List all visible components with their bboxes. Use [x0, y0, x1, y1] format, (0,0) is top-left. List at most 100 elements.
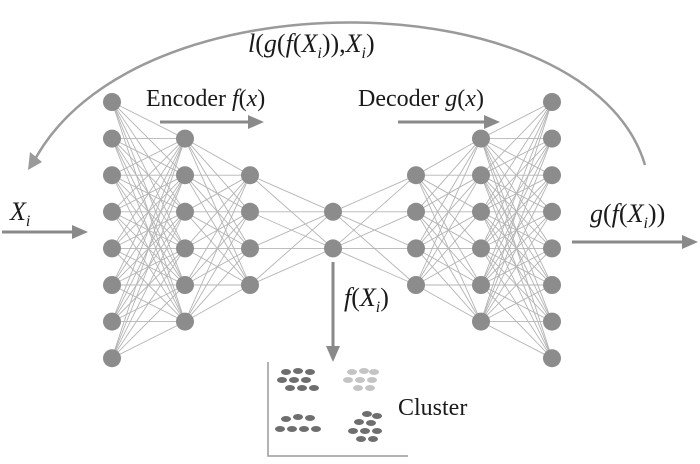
network-node	[241, 166, 259, 185]
network-edge	[111, 138, 186, 176]
cluster-dot	[356, 436, 366, 442]
network-node	[103, 312, 121, 331]
network-edge	[249, 174, 334, 213]
network-edge	[415, 138, 482, 213]
network-node	[103, 239, 121, 258]
network-node	[472, 276, 490, 294]
network-node	[176, 239, 194, 258]
network-edge	[249, 211, 334, 249]
network-edge	[184, 174, 251, 249]
network-edge	[184, 174, 251, 213]
cluster-dot	[305, 415, 315, 421]
network-node	[103, 93, 121, 111]
network-node	[176, 129, 194, 148]
cluster-dot	[366, 420, 376, 426]
cluster-dot	[285, 385, 295, 391]
network-edge	[415, 138, 482, 286]
encoder-arrow-head	[248, 115, 264, 129]
cluster-dot	[301, 377, 311, 383]
network-edge	[111, 284, 186, 359]
network-edge	[332, 247, 417, 286]
cluster-dot	[372, 428, 382, 434]
cluster-dot	[362, 411, 372, 417]
cluster-dot	[289, 377, 299, 383]
network-edge	[480, 101, 553, 213]
network-edge	[480, 284, 553, 322]
network-edge	[111, 138, 186, 249]
cluster-dot	[309, 385, 319, 391]
network-edge	[415, 174, 482, 286]
network-node	[103, 129, 121, 148]
cluster-dot	[354, 419, 364, 425]
network-edges	[111, 101, 553, 359]
network-edge	[480, 101, 553, 286]
network-node	[543, 129, 561, 148]
latent-arrow-head	[326, 346, 340, 362]
network-node	[103, 349, 121, 368]
network-edge	[184, 248, 251, 322]
network-edge	[184, 284, 251, 322]
latent-label: f(Xi)	[344, 283, 389, 316]
network-edge	[184, 175, 251, 322]
cluster-label: Cluster	[398, 395, 467, 421]
cluster-dot	[355, 377, 365, 383]
cluster-dot	[372, 413, 382, 419]
cluster-dot	[365, 385, 375, 391]
encoder-word: Encoder	[146, 86, 226, 112]
network-node	[103, 276, 121, 294]
cluster-dot	[275, 426, 285, 432]
network-node	[241, 202, 259, 221]
network-node	[103, 166, 121, 185]
network-node	[407, 166, 425, 185]
output-arrow-head	[682, 235, 698, 249]
cluster-axes	[267, 362, 408, 457]
network-edge	[480, 101, 553, 322]
cluster-dot	[305, 369, 315, 375]
network-edge	[332, 174, 417, 213]
decoder-word: Decoder	[358, 86, 439, 112]
network-edge	[415, 248, 482, 286]
cluster-dot	[293, 368, 303, 374]
loss-arc-arrowhead	[28, 152, 42, 170]
cluster-dot	[347, 369, 357, 375]
network-node	[407, 276, 425, 294]
network-edge	[480, 101, 553, 139]
network-node	[407, 239, 425, 258]
network-node	[324, 202, 342, 221]
network-edge	[111, 321, 186, 359]
cluster-dot	[277, 377, 287, 383]
network-edge	[111, 138, 186, 322]
network-node	[472, 129, 490, 148]
network-node	[176, 312, 194, 331]
network-node	[103, 202, 121, 221]
output-label: g(f(Xi))	[590, 199, 665, 232]
network-node	[543, 312, 561, 331]
loss-arc	[30, 21, 647, 166]
network-edge	[111, 175, 186, 359]
network-edge	[249, 247, 334, 286]
network-edge	[332, 174, 417, 249]
network-edge	[480, 248, 553, 322]
network-edge	[415, 284, 482, 322]
cluster-dot	[281, 416, 291, 422]
network-node	[543, 349, 561, 368]
network-node	[472, 239, 490, 258]
network-node	[543, 202, 561, 221]
cluster-dot	[343, 377, 353, 383]
network-edge	[415, 138, 482, 176]
network-edge	[415, 211, 482, 286]
network-edge	[480, 138, 553, 322]
cluster-dot	[297, 385, 307, 391]
network-node	[176, 202, 194, 221]
network-node	[241, 239, 259, 258]
cluster-dot	[368, 436, 378, 442]
loss-label: l(g(f(Xi)),Xi)	[248, 29, 375, 62]
network-node	[176, 166, 194, 185]
network-node	[543, 276, 561, 294]
input-label: Xi	[9, 197, 30, 230]
network-node	[324, 239, 342, 258]
decoder-arrow-head	[484, 115, 500, 129]
network-node	[241, 276, 259, 294]
